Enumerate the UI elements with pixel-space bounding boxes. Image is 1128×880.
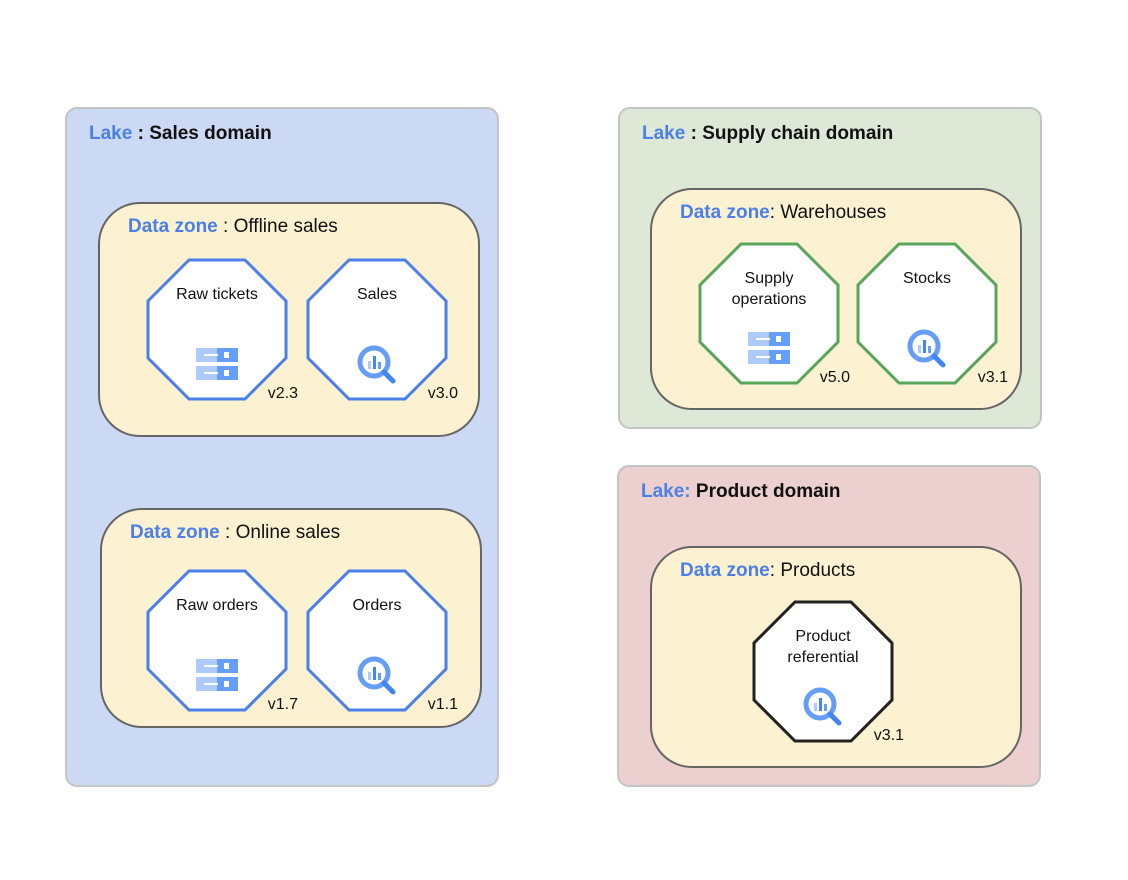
zone-name: Offline sales [233,216,338,237]
lake-name: Sales domain [149,123,272,144]
asset-version: v3.1 [977,369,1008,386]
storage-icon [196,655,238,697]
octagon-shape [146,258,288,401]
asset-label: Product referential [787,628,859,666]
asset-node[interactable]: Sales v3.0 [306,258,458,402]
octagon-shape [698,242,840,385]
asset-version: v1.1 [427,696,458,713]
asset-node[interactable]: Stocks v3.1 [856,242,1008,386]
lake-keyword: Lake [89,123,133,144]
zone-keyword: Data zone [130,522,220,543]
lake-title: Lake : Sales domain [89,123,272,145]
asset-node[interactable]: Raw orders v1.7 [146,569,298,713]
lake-title: Lake : Supply chain domain [642,123,893,145]
zone-title: Data zone : Offline sales [128,216,338,238]
zone-name: Warehouses [780,202,887,223]
asset-version: v3.0 [427,385,458,402]
zone-separator: : [217,216,234,237]
zone-keyword: Data zone [128,216,218,237]
octagon-shape [306,258,448,401]
zone-separator: : [219,522,236,543]
asset-node[interactable]: Orders v1.1 [306,569,458,713]
storage-icon [748,328,790,370]
zone-title: Data zone: Products [680,560,855,582]
octagon-shape [306,569,448,712]
asset-node[interactable]: Supply operations v5.0 [698,242,850,386]
asset-node[interactable]: Product referential v3.1 [752,600,904,744]
asset-node[interactable]: Raw tickets v2.3 [146,258,298,402]
octagon-shape [856,242,998,385]
zone-name: Products [780,560,856,581]
lake-name: Supply chain domain [702,123,894,144]
asset-label: Sales [356,286,398,303]
zone-name: Online sales [235,522,341,543]
zone-title: Data zone: Warehouses [680,202,886,224]
asset-version: v1.7 [267,696,298,713]
asset-label: Stocks [902,270,951,287]
zone-separator: : [769,202,781,223]
lake-separator: : [685,123,703,144]
bigquery-icon [356,655,398,697]
asset-version: v5.0 [819,369,850,386]
lake-separator: : [132,123,150,144]
lake-keyword: Lake [642,123,686,144]
storage-icon [196,344,238,386]
asset-version: v3.1 [873,727,904,744]
zone-keyword: Data zone [680,202,770,223]
lake-keyword: Lake: [641,481,691,502]
asset-version: v2.3 [267,385,298,402]
octagon-shape [146,569,288,712]
bigquery-icon [906,328,948,370]
bigquery-icon [802,686,844,728]
bigquery-icon [356,344,398,386]
zone-title: Data zone : Online sales [130,522,340,544]
asset-label: Raw tickets [176,286,258,303]
lake-name: Product domain [695,481,841,502]
lake-title: Lake: Product domain [641,481,841,503]
asset-label: Orders [352,597,402,614]
octagon-shape [752,600,894,743]
asset-label: Supply operations [731,270,807,308]
zone-separator: : [769,560,781,581]
zone-keyword: Data zone [680,560,770,581]
asset-label: Raw orders [176,597,258,614]
